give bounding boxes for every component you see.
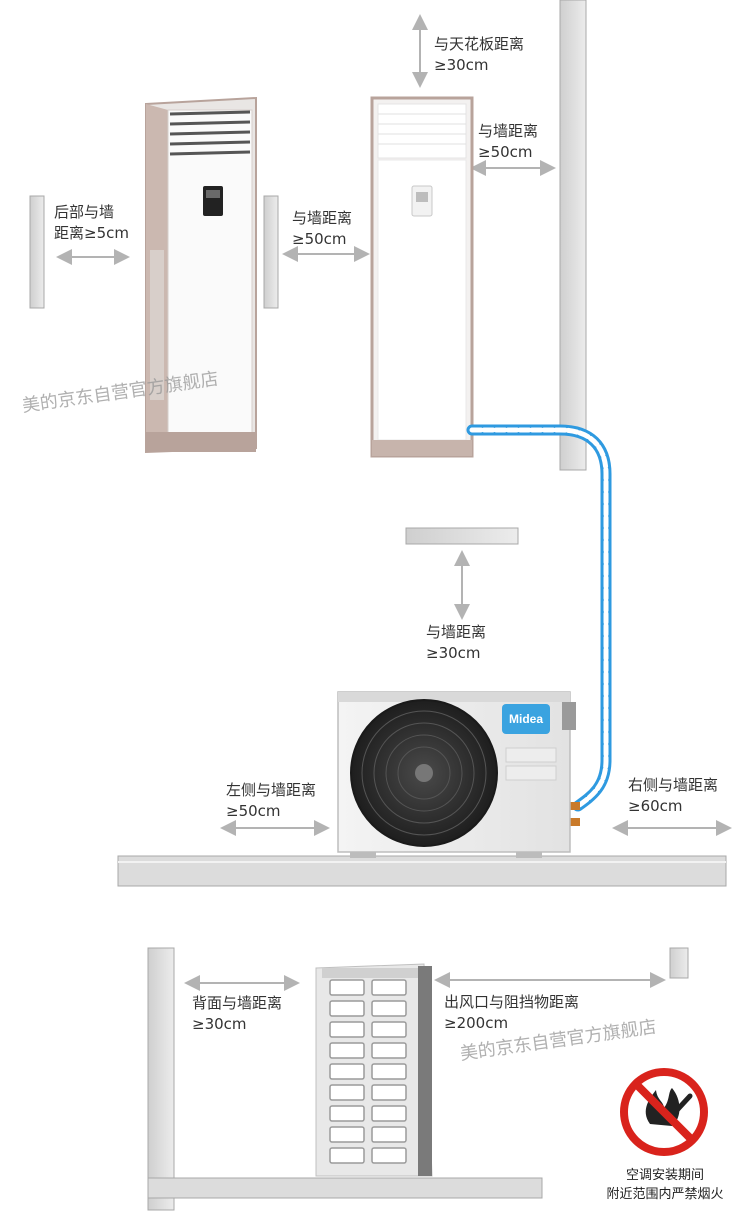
label-back-wall-distance: 后部与墙 距离≥5cm	[54, 202, 129, 244]
grille-slot	[329, 979, 365, 996]
grille-slot	[371, 1000, 407, 1017]
warning-caption: 空调安装期间 附近范围内严禁烟火	[600, 1166, 730, 1204]
grille-slot	[329, 1063, 365, 1080]
label-outdoor-left: 左侧与墙距离 ≥50cm	[226, 780, 316, 822]
label-back-wall-text: 后部与墙 距离≥5cm	[54, 203, 129, 242]
label-between-units: 与墙距离 ≥50cm	[292, 208, 352, 250]
obstacle-wall-stub	[669, 947, 689, 979]
grille-slot	[329, 1126, 365, 1143]
grille-slot	[371, 1021, 407, 1038]
floor-slab	[117, 855, 727, 887]
grille-slot	[329, 1021, 365, 1038]
grille-slot	[329, 1084, 365, 1101]
label-outdoor-back: 背面与墙距离 ≥30cm	[192, 993, 282, 1035]
back-wall-stub-middle	[263, 195, 279, 309]
grille-slot	[371, 979, 407, 996]
grille-slot	[371, 1042, 407, 1059]
label-outdoor-outlet: 出风口与阻挡物距离 ≥200cm	[444, 992, 579, 1034]
label-outdoor-back-text: 背面与墙距离 ≥30cm	[192, 994, 283, 1033]
grille-slot	[371, 1084, 407, 1101]
midea-logo-text: Midea	[508, 712, 543, 726]
grille-slot	[371, 1105, 407, 1122]
label-outdoor-top-wall: 与墙距离 ≥30cm	[426, 622, 486, 664]
label-indoor-right-wall-text: 与墙距离 ≥50cm	[478, 122, 539, 161]
warning-caption-text: 空调安装期间 附近范围内严禁烟火	[606, 1168, 724, 1202]
label-outdoor-top-wall-text: 与墙距离 ≥30cm	[426, 623, 487, 662]
grille-slot	[371, 1063, 407, 1080]
upper-wall-slab	[405, 527, 519, 545]
label-between-units-text: 与墙距离 ≥50cm	[292, 209, 353, 248]
lower-floor-slab	[147, 1177, 543, 1199]
label-outdoor-left-text: 左侧与墙距离 ≥50cm	[226, 781, 317, 820]
refrigerant-pipe	[466, 424, 612, 826]
grille-slot	[329, 1105, 365, 1122]
back-wall-stub-left	[29, 195, 45, 309]
grille-slot	[329, 1147, 365, 1164]
indoor-unit-front	[370, 96, 474, 458]
midea-logo-badge: Midea	[502, 704, 550, 734]
no-fire-icon	[620, 1068, 708, 1156]
label-outdoor-right: 右侧与墙距离 ≥60cm	[628, 775, 718, 817]
grille-slot	[371, 1147, 407, 1164]
rear-grille	[329, 979, 407, 1164]
right-wall-upper	[559, 0, 587, 471]
label-ceiling-text: 与天花板距离 ≥30cm	[434, 35, 525, 74]
indoor-unit-angled	[145, 96, 257, 454]
grille-slot	[329, 1000, 365, 1017]
label-outdoor-right-text: 右侧与墙距离 ≥60cm	[628, 776, 719, 815]
label-ceiling-distance: 与天花板距离 ≥30cm	[434, 34, 524, 76]
grille-slot	[329, 1042, 365, 1059]
label-indoor-right-wall: 与墙距离 ≥50cm	[478, 121, 538, 163]
label-outdoor-outlet-text: 出风口与阻挡物距离 ≥200cm	[444, 993, 580, 1032]
back-wall-lower	[147, 947, 175, 1211]
grille-slot	[371, 1126, 407, 1143]
